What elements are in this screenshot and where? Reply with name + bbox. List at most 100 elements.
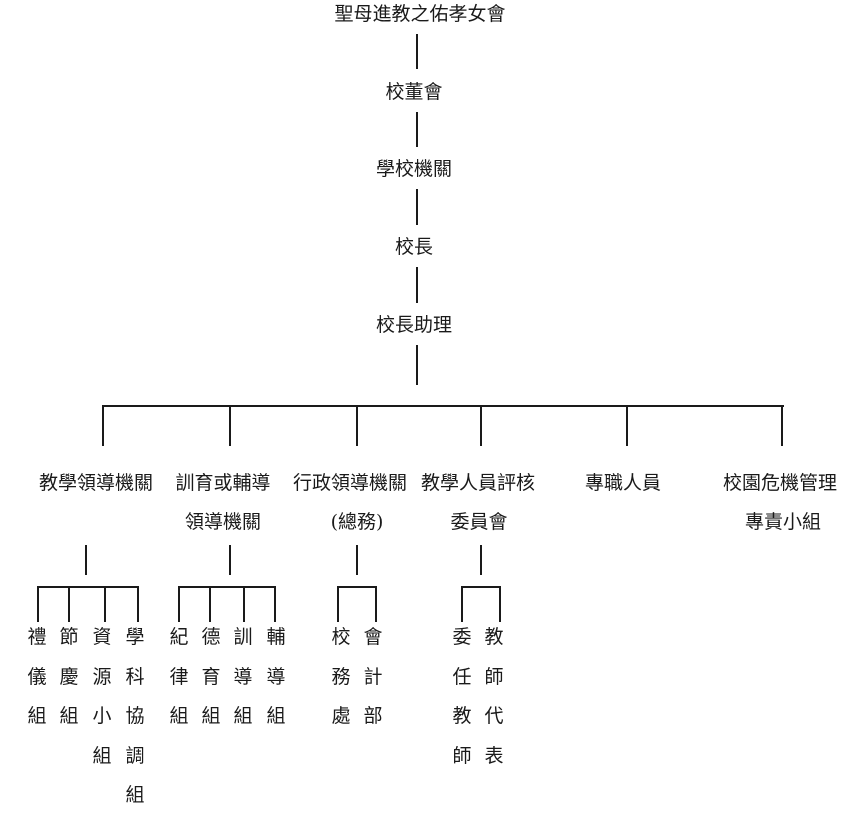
unit-label-char: 慶 (59, 665, 79, 688)
unit-label-char: 資 (92, 626, 112, 648)
department-bus (102, 405, 784, 407)
group2-bus (337, 586, 377, 588)
unit-label-char: 儀 (27, 665, 47, 688)
unit-appointed-teachers: 委任教師 (451, 618, 473, 776)
group0-stem (85, 545, 87, 575)
unit-label-char: 小 (92, 705, 112, 727)
department-appraisal-line2: 委員會 (450, 511, 508, 533)
group3-drop (499, 586, 501, 622)
department-drop-1 (229, 405, 231, 446)
unit-resources-group: 資源小組 (91, 618, 113, 776)
unit-general-office: 校務處 (330, 618, 352, 737)
unit-label-char: 協 (125, 705, 145, 727)
connector-board-sponsor (416, 112, 418, 147)
group0-drop (37, 586, 39, 622)
unit-label-char: 表 (484, 744, 504, 767)
group1-drop (209, 586, 211, 622)
department-administration-line1: 行政領導機關 (292, 472, 408, 494)
unit-label-char: 代 (484, 705, 504, 727)
department-drop-0 (102, 405, 104, 446)
unit-label-char: 德 (201, 626, 221, 648)
group3-bus (461, 586, 501, 588)
unit-label-char: 訓 (233, 626, 253, 648)
group2-drop (337, 586, 339, 622)
group1-drop (274, 586, 276, 622)
unit-label-char: 教 (452, 705, 472, 727)
unit-label-char: 計 (363, 665, 383, 688)
department-discipline-line1: 訓育或輔導 (175, 472, 271, 494)
unit-accounts: 會計部 (362, 618, 384, 737)
unit-label-char: 組 (169, 705, 189, 727)
unit-discipline-group: 紀律組 (168, 618, 190, 737)
unit-label-char: 組 (266, 705, 286, 727)
group3-stem (480, 545, 482, 575)
unit-label-char: 科 (125, 665, 145, 688)
unit-etiquette-group: 禮儀組 (26, 618, 48, 737)
department-crisis-line1: 校園危機管理 (722, 472, 838, 494)
unit-label-char: 組 (125, 784, 145, 806)
unit-label-char: 教 (484, 626, 504, 648)
group2-stem (356, 545, 358, 575)
group1-bus (178, 586, 276, 588)
group0-bus (37, 586, 139, 588)
unit-label-char: 育 (201, 665, 221, 688)
connector-principal-assistant (416, 267, 418, 303)
unit-label-char: 部 (363, 705, 383, 727)
unit-label-char: 學 (125, 626, 145, 648)
group0-drop (137, 586, 139, 622)
group2-drop (375, 586, 377, 622)
node-sponsor: 學校機關 (375, 158, 453, 180)
department-teaching-leadership: 教學領導機關 (38, 472, 154, 494)
node-root: 聖母進教之佑孝女會 (334, 3, 506, 25)
unit-label-char: 調 (125, 744, 145, 767)
department-administration-line2: (總務) (330, 511, 384, 533)
unit-label-char: 紀 (169, 626, 189, 648)
group3-drop (461, 586, 463, 622)
unit-label-char: 源 (92, 665, 112, 688)
unit-label-char: 師 (484, 665, 504, 688)
unit-label-char: 組 (27, 705, 47, 727)
department-discipline-line2: 領導機關 (184, 511, 262, 533)
unit-teacher-representatives: 教師代表 (483, 618, 505, 776)
unit-label-char: 組 (201, 705, 221, 727)
unit-label-char: 節 (59, 626, 79, 648)
connector-root-board (416, 34, 418, 69)
unit-moral-education-group: 德育組 (200, 618, 222, 737)
unit-label-char: 導 (233, 665, 253, 688)
unit-label-char: 任 (452, 665, 472, 688)
department-drop-3 (480, 405, 482, 446)
group1-drop (243, 586, 245, 622)
department-specialist-staff: 專職人員 (584, 472, 662, 494)
unit-subject-coordination-group: 學科協調組 (124, 618, 146, 816)
unit-label-char: 組 (92, 744, 112, 767)
department-drop-2 (356, 405, 358, 446)
unit-counselling-group: 輔導組 (265, 618, 287, 737)
group0-drop (68, 586, 70, 622)
group1-drop (178, 586, 180, 622)
node-assistant: 校長助理 (375, 314, 453, 336)
unit-label-char: 務 (331, 665, 351, 688)
node-principal: 校長 (394, 236, 434, 258)
connector-assistant-bus (416, 345, 418, 385)
group0-drop (104, 586, 106, 622)
unit-label-char: 校 (331, 626, 351, 648)
unit-label-char: 處 (331, 705, 351, 727)
department-crisis-line2: 專責小組 (744, 511, 822, 533)
unit-label-char: 輔 (266, 626, 286, 648)
unit-label-char: 律 (169, 665, 189, 688)
unit-label-char: 導 (266, 665, 286, 688)
unit-label-char: 委 (452, 626, 472, 648)
unit-label-char: 組 (233, 705, 253, 727)
unit-label-char: 會 (363, 626, 383, 648)
unit-label-char: 禮 (27, 626, 47, 648)
unit-guidance-group: 訓導組 (232, 618, 254, 737)
unit-label-char: 師 (452, 744, 472, 767)
group1-stem (229, 545, 231, 575)
node-board: 校董會 (385, 81, 443, 103)
department-drop-4 (626, 405, 628, 446)
unit-label-char: 組 (59, 705, 79, 727)
department-drop-5 (781, 405, 783, 446)
department-appraisal-line1: 教學人員評核 (420, 472, 536, 494)
unit-festival-group: 節慶組 (58, 618, 80, 737)
connector-sponsor-principal (416, 189, 418, 225)
